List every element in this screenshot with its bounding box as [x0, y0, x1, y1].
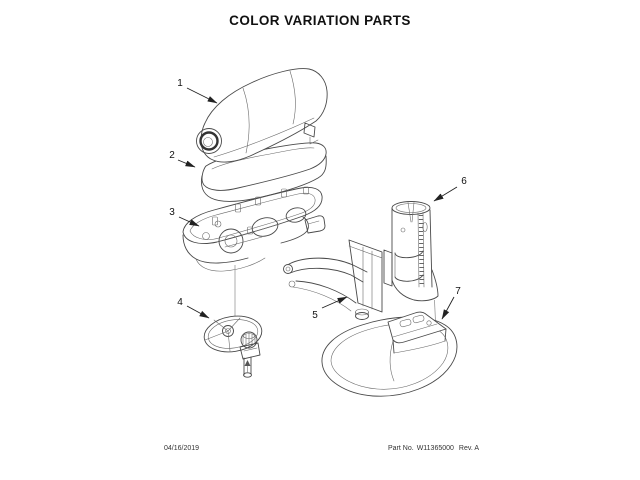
footer-revision: Rev. A — [458, 445, 480, 452]
callout-7-number: 7 — [455, 286, 461, 297]
callout-3: 3 — [169, 207, 200, 227]
base-drawing — [321, 311, 458, 397]
footer-date: 04/16/2019 — [164, 445, 200, 452]
callout-1: 1 — [177, 78, 218, 104]
callout-4: 4 — [177, 297, 210, 319]
footer-part-label: Part No. — [388, 445, 414, 452]
footer-part-number: W11365000 — [416, 445, 454, 452]
bowl-lift-arm-drawing — [283, 239, 393, 320]
callout-5-number: 5 — [312, 310, 318, 321]
motor-head-cover-drawing — [196, 68, 328, 163]
footer-part-info: Part No.W11365000 Rev. A — [388, 445, 482, 452]
callout-5: 5 — [312, 296, 348, 321]
gearcase-housing-drawing — [182, 186, 326, 316]
planetary-cover-drawing — [203, 315, 263, 378]
pedestal-column-drawing — [391, 201, 439, 323]
callout-6-number: 6 — [461, 176, 467, 187]
callout-6: 6 — [433, 176, 467, 202]
callout-1-number: 1 — [177, 78, 183, 89]
callout-4-number: 4 — [177, 297, 183, 308]
page-title: COLOR VARIATION PARTS — [229, 13, 411, 28]
callout-3-number: 3 — [169, 207, 175, 218]
callout-2: 2 — [169, 150, 196, 168]
callout-7: 7 — [441, 286, 461, 320]
callout-2-number: 2 — [169, 150, 175, 161]
